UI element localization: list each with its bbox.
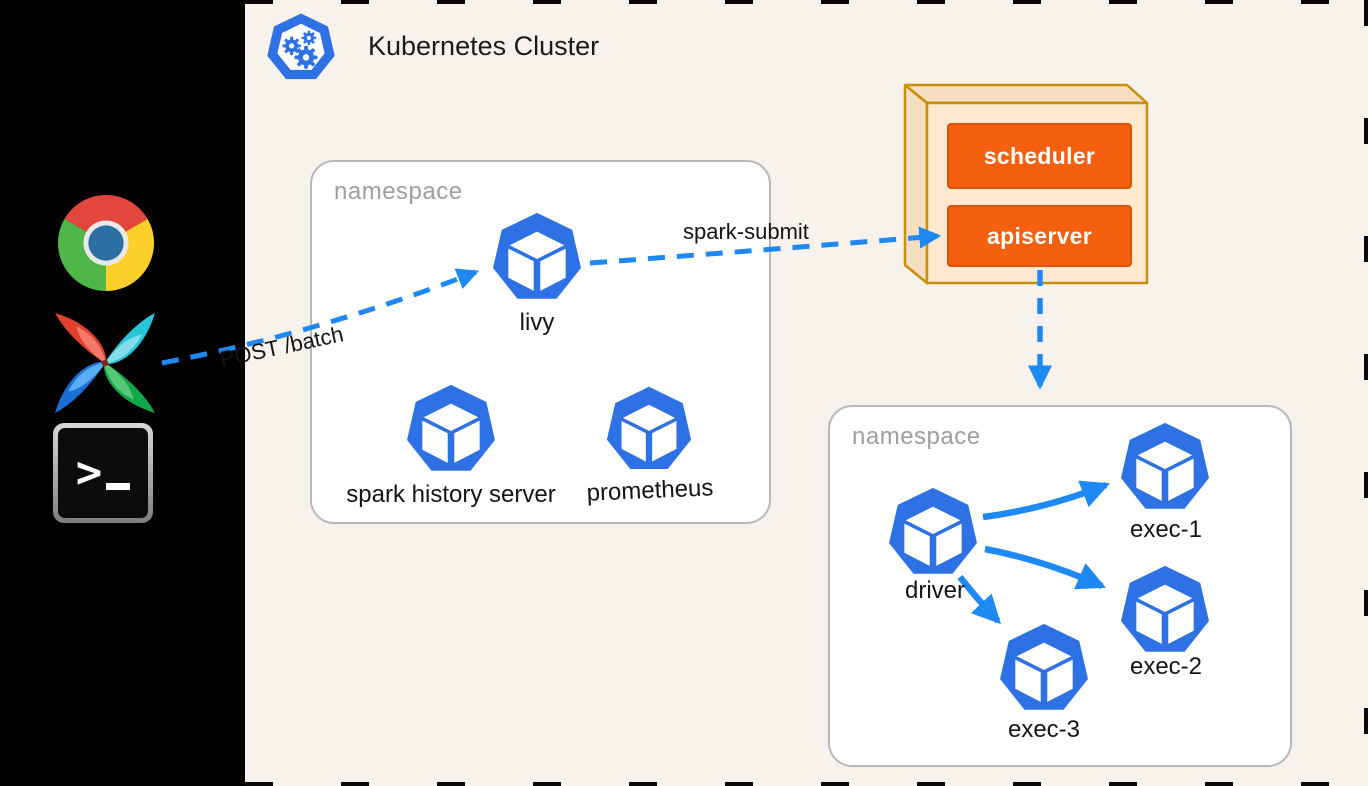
cluster-title: Kubernetes Cluster	[368, 31, 600, 61]
chrome-icon	[55, 192, 157, 294]
pod-exec-2-icon	[1118, 564, 1212, 658]
apiserver-component: apiserver	[947, 205, 1132, 267]
pod-livy-label: livy	[519, 309, 555, 336]
terminal-icon: >	[53, 423, 153, 523]
pod-exec-2-label: exec-2	[1129, 653, 1203, 680]
terminal-screen: >	[58, 428, 148, 518]
panel-bottom-sketch-border	[245, 782, 1368, 786]
panel-top-sketch-border	[245, 0, 1368, 4]
pod-driver-icon	[886, 486, 980, 580]
airflow-icon	[52, 310, 158, 416]
pod-driver-label: driver	[904, 577, 965, 604]
pod-livy-icon	[490, 211, 584, 305]
pod-exec-1-icon	[1118, 421, 1212, 515]
namespace-2-label: namespace	[852, 423, 981, 450]
edge-label-spark-submit: spark-submit	[683, 219, 809, 244]
terminal-prompt: >	[75, 447, 103, 498]
panel-right-sketch-border	[1364, 0, 1368, 786]
scheduler-component: scheduler	[947, 123, 1132, 189]
pod-prometheus-icon	[604, 385, 694, 475]
pod-exec-3-icon	[997, 622, 1091, 716]
terminal-cursor	[106, 482, 131, 490]
namespace-1-label: namespace	[334, 178, 463, 205]
pod-spark-history-server-label: spark history server	[346, 481, 556, 508]
kubernetes-logo-icon	[265, 12, 337, 84]
pod-spark-history-server-icon	[404, 383, 498, 477]
pod-exec-3-label: exec-3	[1007, 716, 1081, 743]
pod-exec-1-label: exec-1	[1129, 516, 1203, 543]
